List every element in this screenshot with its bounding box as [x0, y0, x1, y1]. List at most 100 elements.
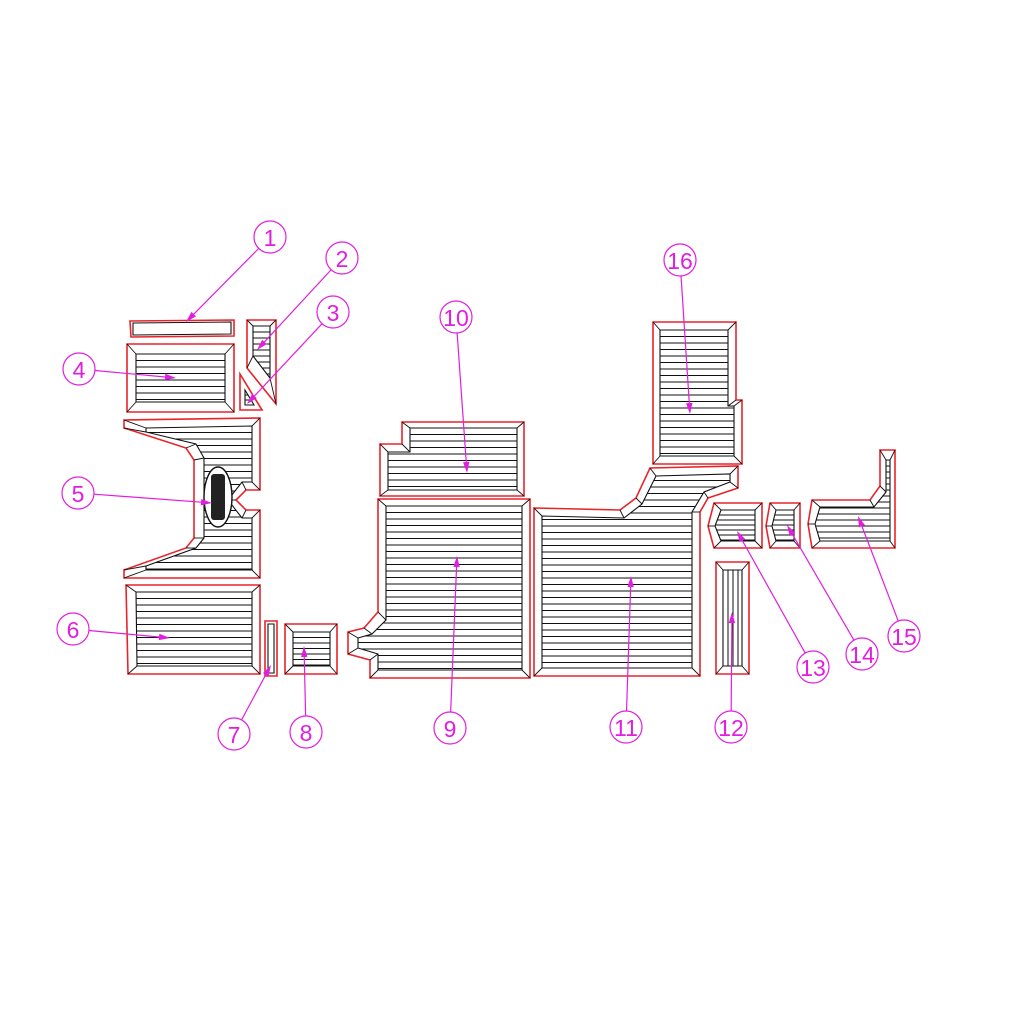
callout-15: 15: [858, 516, 921, 653]
callout-arrowhead: [164, 373, 176, 381]
panel-13-grooves: [715, 514, 755, 541]
callout-number: 3: [327, 300, 340, 326]
callout-balloon: [289, 715, 323, 749]
panel-15: [807, 449, 896, 549]
panel-9-inner-border: [357, 505, 523, 671]
panel-15-miter: [811, 540, 821, 549]
panel-9-miter: [377, 498, 387, 507]
panel-13-miter: [713, 540, 722, 549]
callout-leader-line: [456, 332, 468, 470]
panel-8: [284, 623, 338, 675]
callout-balloon: [62, 352, 96, 386]
callout-balloon: [663, 243, 697, 277]
panel-5-miter: [185, 443, 197, 449]
callout-balloon: [316, 295, 350, 329]
callout-arrowhead: [257, 339, 267, 350]
panel-8-miter: [284, 623, 294, 633]
callout-leader-line: [450, 559, 458, 713]
panel-9-miter: [363, 627, 373, 635]
panel-15-miter: [889, 449, 896, 461]
callout-3: 3: [247, 295, 350, 404]
panels-layer: [123, 319, 896, 679]
callout-leader-line: [188, 247, 260, 320]
callout-number: 15: [891, 624, 917, 650]
panel-12-miter: [741, 665, 750, 675]
panel-2-miter: [246, 319, 254, 327]
callout-balloon: [845, 637, 879, 671]
panel-14-inner-border: [771, 509, 795, 542]
panel-2-inner-border: [252, 325, 271, 380]
callout-leader-line: [730, 615, 733, 712]
panel-9: [347, 498, 531, 679]
callout-balloon: [61, 476, 95, 510]
callout-5: 5: [61, 476, 212, 510]
panel-5-miter: [123, 569, 147, 579]
callout-arrowhead: [858, 516, 865, 528]
panel-4: [126, 343, 235, 413]
callout-10: 10: [439, 300, 473, 473]
panel-10-miter: [516, 489, 525, 497]
panel-10-inner-border: [387, 427, 518, 491]
panel-5: [123, 417, 261, 579]
panel-11-miter: [619, 509, 625, 519]
panel-5-miter: [123, 565, 147, 571]
panel-15-miter: [811, 499, 821, 508]
panel-12-miter: [715, 561, 724, 571]
panel-9-miter: [347, 631, 359, 639]
panel-16-miter: [652, 321, 661, 331]
callout-balloon: [325, 241, 359, 275]
callout-16: 16: [663, 243, 697, 414]
panel-8-grooves: [293, 637, 330, 666]
panel-10: [379, 421, 525, 497]
panel-15-miter: [879, 449, 887, 461]
panel-5-miter: [251, 481, 261, 491]
callout-leader-line: [94, 369, 173, 379]
panel-13-miter: [754, 502, 763, 511]
panel-6-miter: [125, 584, 137, 593]
panel-4-inner-border: [135, 353, 226, 403]
callout-number: 4: [73, 357, 86, 383]
callout-arrowhead: [262, 665, 271, 677]
panel-11-inner-border: [541, 473, 731, 669]
panel-16-grooves: [660, 336, 734, 454]
panel-10-miter: [516, 421, 525, 429]
callout-leader-line: [93, 493, 209, 504]
callout-leader-line: [680, 275, 691, 411]
panel-9-miter: [377, 611, 387, 621]
panel-14-miter: [769, 540, 777, 549]
panel-8-miter: [329, 665, 338, 675]
panel-9-miter: [521, 669, 531, 679]
callout-balloon: [714, 710, 748, 744]
callout-arrowhead: [301, 646, 308, 658]
callout-1: 1: [186, 220, 287, 322]
callout-13: 13: [737, 531, 830, 684]
panel-14-miter: [769, 502, 777, 511]
callout-number: 7: [228, 722, 241, 748]
callout-leader-line: [241, 668, 270, 721]
callout-arrowhead: [158, 633, 170, 641]
callout-number: 16: [667, 248, 693, 274]
callout-number: 9: [444, 716, 457, 742]
panel-7: [264, 620, 278, 677]
panel-11-miter: [533, 667, 543, 677]
brand-logo-emblem: [203, 466, 233, 528]
panel-11-miter: [703, 491, 709, 499]
panel-15-miter: [889, 540, 896, 549]
callout-2: 2: [257, 241, 359, 350]
callout-number: 8: [300, 720, 313, 746]
panel-9-miter: [521, 498, 531, 507]
panel-11: [533, 465, 739, 677]
panel-6-grooves: [136, 598, 252, 664]
panel-6-miter: [127, 665, 138, 675]
panel-7-inner-border: [267, 623, 275, 674]
panel-11-miter: [691, 667, 701, 677]
panel-1-outline: [129, 319, 235, 338]
panel-1: [129, 319, 235, 338]
panel-11-miter: [649, 467, 657, 477]
panel-3-inner-border: [244, 388, 255, 406]
callout-leader-line: [303, 649, 307, 717]
callout-leader-line: [788, 528, 855, 641]
callout-balloon: [253, 220, 287, 254]
panel-15-inner-border: [814, 459, 891, 542]
